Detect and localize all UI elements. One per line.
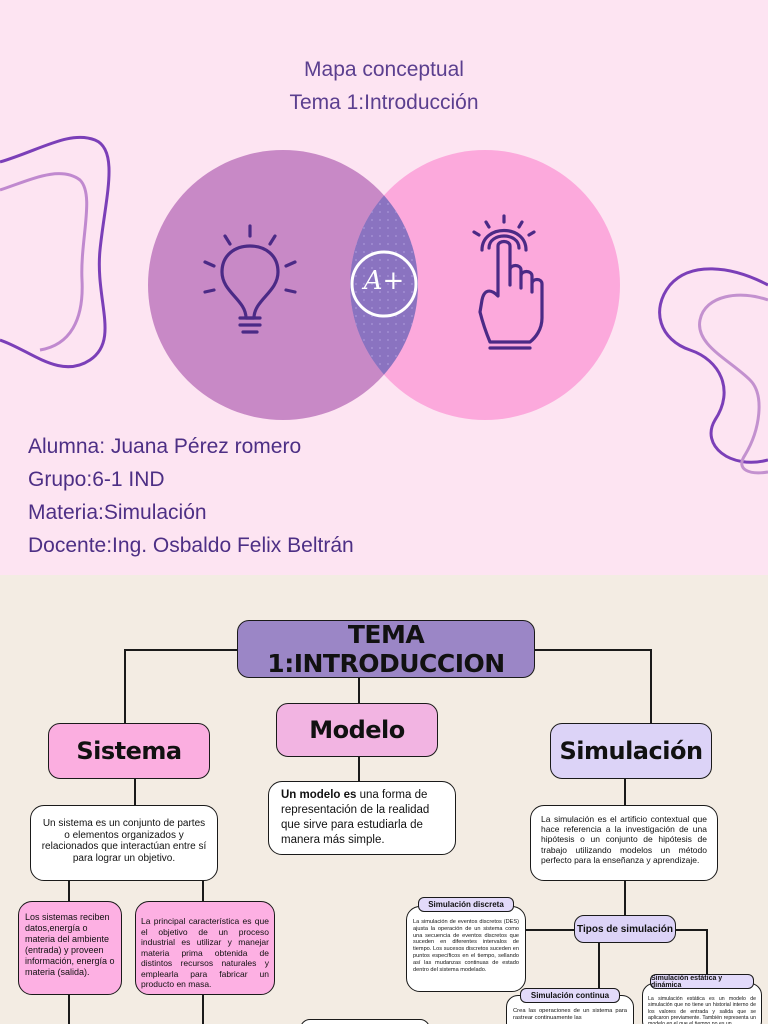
group: Grupo:6-1 IND: [28, 468, 165, 491]
simulacion-definition-box: La simulación es el artificio contextual…: [530, 805, 718, 881]
decorative-squiggle-left: [0, 135, 111, 369]
sistema-box: Sistema: [48, 723, 210, 779]
simulacion-estatica-text: La simulación estática es un modelo de s…: [648, 996, 756, 1024]
teacher: Docente:Ing. Osbaldo Felix Beltrán: [28, 534, 354, 557]
lightbulb-icon: [203, 224, 297, 334]
connector: [624, 779, 626, 805]
a-plus-icon: [350, 250, 418, 318]
modelo-definition-bold: Un modelo es: [281, 789, 357, 801]
simulacion-discreta-text: La simulación de eventos discretos (DES)…: [413, 919, 519, 973]
connector: [358, 678, 360, 703]
connector: [676, 929, 706, 931]
partial-box: [300, 1019, 430, 1024]
simulacion-definition: La simulación es el artificio contextual…: [541, 814, 707, 865]
connector: [598, 943, 600, 989]
simulacion-estatica-tag: Simulación estática y dinámica: [650, 974, 754, 989]
simulacion-continua-tag: Simulación continua: [520, 988, 620, 1003]
modelo-definition-box: Un modelo es una forma de representación…: [268, 781, 456, 855]
connector: [650, 649, 652, 723]
connector: [134, 779, 136, 805]
decorative-squiggle-right: [658, 267, 768, 464]
sistema-label: Sistema: [76, 737, 182, 765]
cover-title-line2: Tema 1:Introducción: [289, 91, 479, 114]
simulacion-discreta-box: La simulación de eventos discretos (DES)…: [406, 906, 526, 992]
simulacion-label: Simulación: [559, 737, 703, 765]
cover-page: Mapa conceptual Tema 1:Introducción A+ A…: [0, 58, 768, 557]
main-title: TEMA 1:INTRODUCCION: [267, 620, 505, 678]
modelo-definition: una forma de representación de la realid…: [281, 789, 430, 846]
simulacion-discreta-tag: Simulación discreta: [418, 897, 514, 912]
connector: [68, 995, 70, 1024]
connector: [526, 929, 574, 931]
connector: [706, 929, 708, 975]
sistema-detail-left: Los sistemas reciben datos,energía o mat…: [25, 912, 115, 977]
connector: [68, 881, 70, 901]
modelo-label: Modelo: [309, 716, 405, 744]
connector: [534, 649, 650, 651]
right-circle: [350, 150, 620, 420]
connector: [202, 881, 204, 901]
sistema-detail-left-box: Los sistemas reciben datos,energía o mat…: [18, 901, 122, 995]
sistema-definition: Un sistema es un conjunto de partes o el…: [41, 818, 207, 864]
concept-map-page: TEMA 1:INTRODUCCION Sistema Modelo Simul…: [0, 575, 768, 1024]
connector: [624, 881, 626, 915]
decorative-squiggle-right-light: [698, 293, 768, 475]
simulacion-box: Simulación: [550, 723, 712, 779]
cover-title-line1: Mapa conceptual: [304, 58, 464, 81]
left-circle: [148, 150, 418, 420]
simulacion-estatica-label: Simulación estática y dinámica: [651, 974, 723, 989]
student-name: Alumna: Juana Pérez romero: [28, 435, 302, 458]
main-title-box: TEMA 1:INTRODUCCION: [237, 620, 535, 678]
sistema-detail-right: La principal característica es que el ob…: [141, 916, 269, 989]
a-plus-badge-text: A+: [363, 266, 405, 296]
connector: [202, 995, 204, 1024]
connector: [124, 649, 126, 723]
modelo-box: Modelo: [276, 703, 438, 757]
venn-diagram: [0, 135, 768, 475]
connector: [124, 649, 238, 651]
connector: [358, 757, 360, 781]
sistema-definition-box: Un sistema es un conjunto de partes o el…: [30, 805, 218, 881]
sistema-detail-right-box: La principal característica es que el ob…: [135, 901, 275, 995]
subject: Materia:Simulación: [28, 501, 207, 524]
tipos-simulacion-label: Tipos de simulación: [577, 923, 673, 935]
simulacion-continua-label: Simulación continua: [530, 991, 610, 1000]
decorative-squiggle-left-light: [0, 172, 89, 352]
tipos-simulacion-box: Tipos de simulación: [574, 915, 676, 943]
simulacion-estatica-box: La simulación estática es un modelo de s…: [642, 983, 762, 1024]
touch-hand-icon: [472, 214, 544, 350]
simulacion-discreta-label: Simulación discreta: [428, 900, 504, 909]
simulacion-continua-text: Crea las operaciones de un sistema para …: [513, 1008, 627, 1021]
